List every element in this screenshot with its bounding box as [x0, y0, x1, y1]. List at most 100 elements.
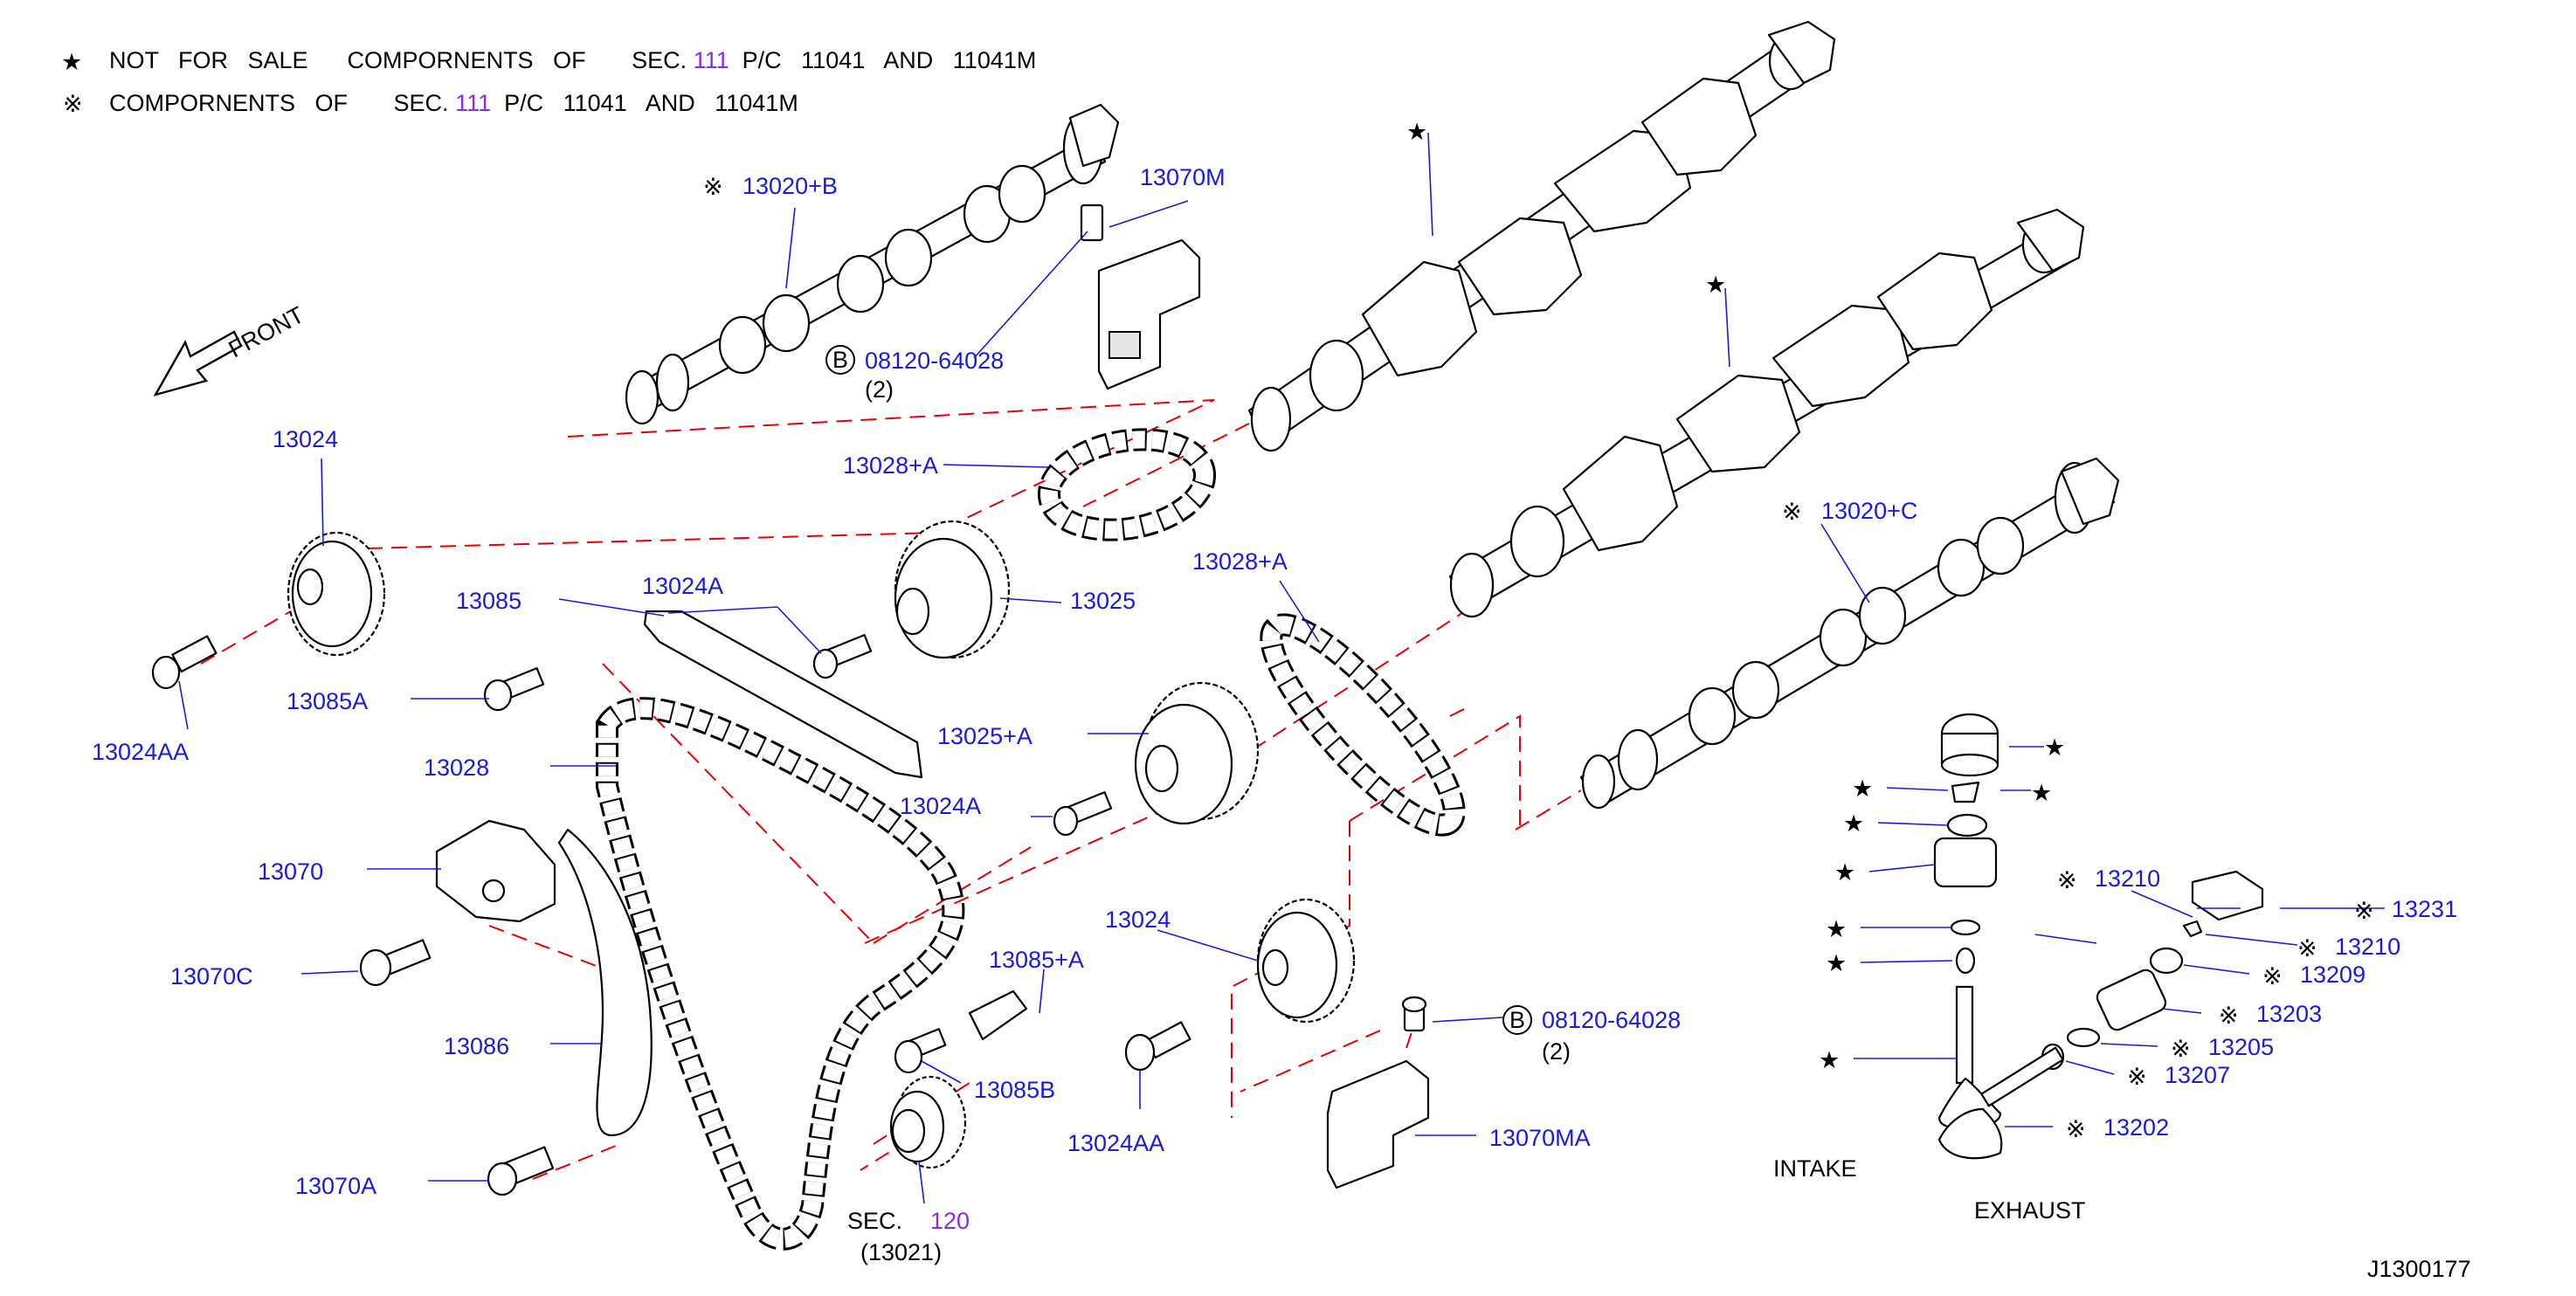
- valve-train-intake: [1933, 713, 2002, 1130]
- legend: ★ NOT FOR SALE COMPORNENTS OF SEC. 111 P…: [61, 47, 1036, 117]
- label-13024-upper[interactable]: 13024: [273, 426, 338, 452]
- chain-guide-13085a: [968, 989, 1028, 1041]
- label-08120-upper[interactable]: 08120-64028: [865, 348, 1004, 374]
- kome-icon: ※: [1782, 499, 1802, 525]
- label-13210-lower[interactable]: 13210: [2335, 934, 2400, 960]
- label-13085b[interactable]: 13085B: [974, 1077, 1055, 1103]
- svg-text:B: B: [1509, 1007, 1525, 1033]
- label-13025[interactable]: 13025: [1070, 588, 1136, 614]
- label-13020c[interactable]: 13020+C: [1821, 498, 1917, 524]
- star-icon: ★: [1826, 950, 1847, 976]
- star-icon: ★: [1705, 272, 1726, 298]
- legend-line1-text: NOT FOR SALE COMPORNENTS OF SEC. 111 P/C…: [109, 47, 1036, 73]
- star-icon: ★: [2044, 734, 2065, 761]
- vtc-sprocket-13025a: [1134, 681, 1260, 825]
- svg-text:B: B: [832, 347, 848, 373]
- timing-chain-13028: [596, 697, 965, 1251]
- solenoid-13070ma: [1326, 1059, 1430, 1189]
- kome-icon: ※: [2219, 1003, 2239, 1029]
- label-13070m[interactable]: 13070M: [1140, 164, 1226, 190]
- chain-13028a-middle: [1260, 613, 1466, 837]
- tensioner-13070: [435, 819, 556, 923]
- bolt-mark-icon: B: [1502, 1005, 1532, 1035]
- tensioner-arm-13086: [557, 828, 653, 1137]
- front-label: FRONT: [224, 301, 308, 362]
- bolt-13024a-middle: [1053, 791, 1113, 837]
- front-indicator: FRONT: [153, 301, 308, 396]
- sprocket-13024-upper: [287, 531, 386, 657]
- label-13024-lower[interactable]: 13024: [1105, 907, 1171, 933]
- bolt-13085b: [894, 1028, 947, 1074]
- kome-icon: ※: [2354, 898, 2374, 924]
- label-exhaust: EXHAUST: [1974, 1197, 2086, 1224]
- star-icon: ★: [2031, 780, 2052, 806]
- star-markers: ★ ★ ★ ★ ★ ★ ★ ★ ★ ★: [1406, 119, 2065, 1073]
- diagram-id: J1300177: [2367, 1256, 2471, 1282]
- camshaft-13020b: [625, 103, 1120, 425]
- label-13020b[interactable]: 13020+B: [742, 173, 838, 199]
- label-13024a-middle[interactable]: 13024A: [900, 793, 981, 819]
- bolt-13085a: [483, 667, 545, 712]
- label-13028[interactable]: 13028: [424, 755, 489, 781]
- label-13207[interactable]: 13207: [2165, 1062, 2230, 1088]
- cam-bracket-assembly-upper: [1247, 20, 1836, 452]
- kome-icon: ※: [2057, 867, 2077, 893]
- star-icon: ★: [1406, 119, 1427, 145]
- star-icon: ★: [1826, 916, 1847, 942]
- star-icon: ★: [1852, 776, 1873, 802]
- label-13085plusa[interactable]: 13085+A: [989, 947, 1084, 973]
- label-13070ma[interactable]: 13070MA: [1489, 1125, 1591, 1151]
- qty-08120-upper: (2): [865, 376, 894, 403]
- sec-label: SEC.: [847, 1208, 902, 1234]
- part-labels: ※ 13020+B 13070M B 08120-64028 (2) 13024…: [92, 164, 2471, 1282]
- kome-icon: ※: [2066, 1116, 2086, 1142]
- label-13070[interactable]: 13070: [258, 858, 323, 885]
- front-arrow-icon: [153, 330, 243, 396]
- chain-guide-13085: [643, 610, 923, 779]
- bolt-13070c: [359, 939, 432, 987]
- label-13231[interactable]: 13231: [2392, 896, 2457, 922]
- label-13024aa-upper[interactable]: 13024AA: [92, 739, 189, 765]
- label-13025a[interactable]: 13025+A: [937, 723, 1032, 749]
- star-icon: ★: [1819, 1047, 1840, 1073]
- label-13085[interactable]: 13085: [456, 588, 521, 614]
- label-13205[interactable]: 13205: [2208, 1034, 2274, 1060]
- bolt-13024aa-lower: [1124, 1021, 1191, 1072]
- valve-train-exhaust: [1937, 870, 2264, 1160]
- kome-icon: ※: [703, 174, 723, 200]
- star-icon: ★: [1843, 810, 1864, 837]
- bolt-mark-icon: B: [825, 345, 855, 375]
- label-13024a-upper[interactable]: 13024A: [642, 573, 723, 599]
- sprocket-13024-lower: [1256, 898, 1356, 1024]
- solenoid-13070m: [1080, 203, 1201, 390]
- label-13086[interactable]: 13086: [444, 1033, 509, 1059]
- label-13028a-upper[interactable]: 13028+A: [843, 452, 938, 479]
- star-icon: ★: [1834, 859, 1855, 886]
- label-13070c[interactable]: 13070C: [170, 963, 253, 989]
- bolt-13070a: [487, 1146, 555, 1196]
- label-13028a-middle[interactable]: 13028+A: [1192, 548, 1288, 575]
- kome-icon: ※: [2127, 1064, 2147, 1090]
- label-13024aa-lower[interactable]: 13024AA: [1067, 1130, 1164, 1156]
- qty-08120-lower: (2): [1542, 1038, 1571, 1065]
- label-13209[interactable]: 13209: [2300, 962, 2365, 988]
- bolt-08120-lower: [1401, 996, 1427, 1032]
- leader-lines: [178, 132, 2385, 1204]
- sec-number-120[interactable]: 120: [930, 1208, 970, 1234]
- label-13085a[interactable]: 13085A: [287, 688, 368, 714]
- vtc-sprocket-13025: [894, 520, 1011, 659]
- cam-bracket-assembly-middle: [1448, 208, 2085, 618]
- sec-sub-13021: (13021): [860, 1239, 942, 1265]
- label-13203[interactable]: 13203: [2256, 1001, 2322, 1027]
- bolt-13024a-upper: [812, 634, 873, 679]
- kome-icon: ※: [2297, 935, 2317, 962]
- kome-icon: ※: [63, 91, 83, 117]
- kome-icon: ※: [2262, 963, 2282, 989]
- label-13210-upper[interactable]: 13210: [2095, 865, 2160, 892]
- label-13202[interactable]: 13202: [2103, 1114, 2169, 1141]
- label-13070a[interactable]: 13070A: [295, 1173, 376, 1199]
- legend-line2-text: COMPORNENTS OF SEC. 111 P/C 11041 AND 11…: [109, 90, 798, 116]
- label-08120-lower[interactable]: 08120-64028: [1542, 1007, 1681, 1033]
- kome-icon: ※: [2171, 1036, 2191, 1062]
